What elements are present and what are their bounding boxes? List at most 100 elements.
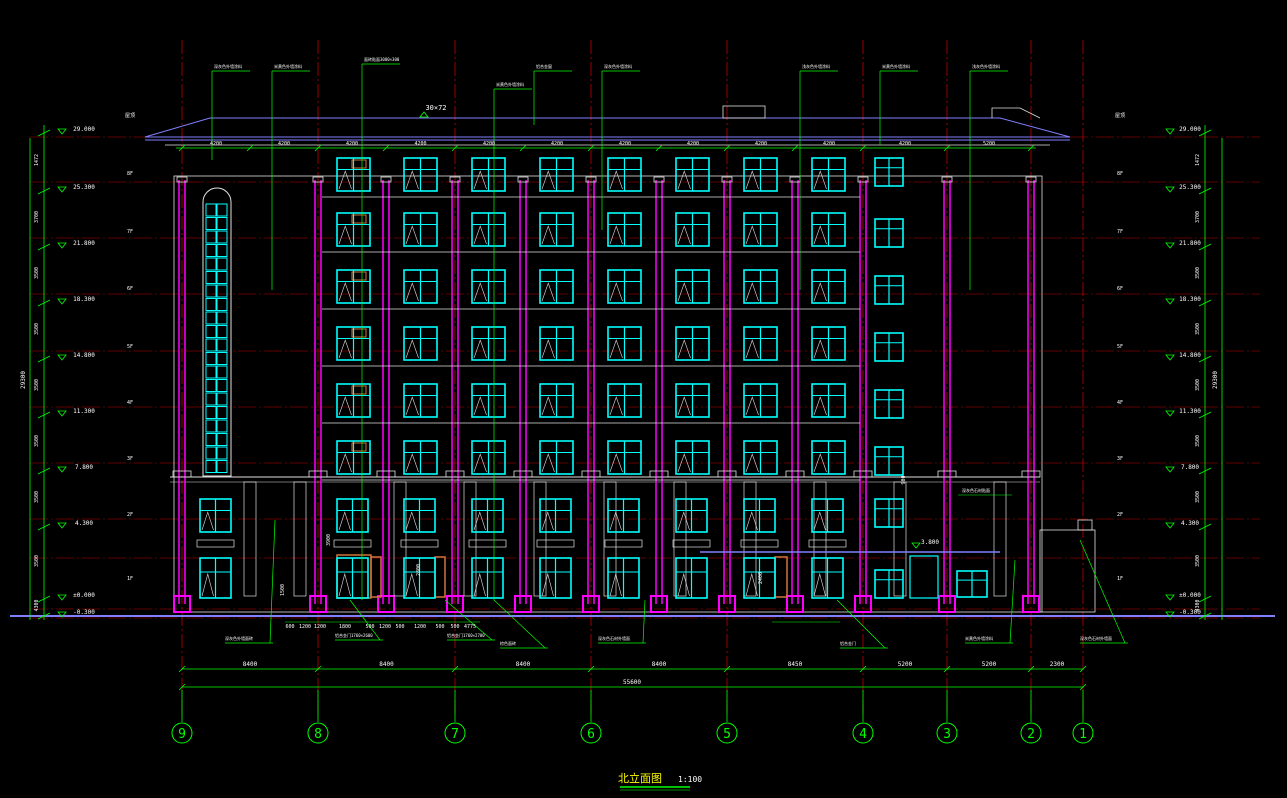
window [539,157,574,192]
tick [859,665,867,673]
note-top: 米黄色外墙涂料 [274,63,302,69]
window [675,383,710,418]
window [811,557,844,599]
window-swing [609,396,623,416]
note-leader [444,599,493,641]
stair-pane [205,460,217,473]
side-door [774,556,788,598]
tick [1198,612,1212,620]
stair-vent [351,385,367,395]
top-dim-label: 4200 [346,141,358,147]
pilaster-capital [937,470,957,478]
stair-pane [216,379,228,392]
window [743,440,778,475]
story-dim-label: 3500 [1195,323,1201,335]
window [403,212,438,247]
stair-pane [205,446,217,460]
window [607,269,642,304]
window-swing [473,170,487,190]
tick [1198,129,1212,137]
level-marker [1165,522,1175,529]
window-swing [745,572,758,597]
window-swing [745,225,759,245]
local-dim-label: 1200 [299,624,311,630]
floor-label-left: 6F [127,286,133,292]
tick [451,665,459,673]
tick [451,144,459,152]
tick [943,665,951,673]
window-swing [677,453,691,473]
sill-band [536,539,575,548]
podium-pier [393,481,407,597]
window-swing [813,572,826,597]
stair-pane [216,271,228,284]
stair-pane [216,419,228,433]
level-label: 21.800 [73,240,95,247]
level-marker [57,186,67,193]
window-swing [677,396,691,416]
level-marker [1165,298,1175,305]
axis-bubble-7 [444,722,466,744]
note-top: 浅灰色外墙涂料 [972,63,1000,69]
stair-pane [216,311,228,325]
window-swing [677,572,690,597]
level-label: ±0.000 [73,592,95,599]
pilaster-cap [653,176,665,183]
pilaster-cap [380,176,392,183]
tick [37,299,51,307]
roof-cornice [144,117,1071,138]
story-dim-label: 3500 [1195,491,1201,503]
story-dim-label: 3500 [34,379,40,391]
annex-note: 深灰色石材贴面 [962,487,990,493]
window-swing [609,170,623,190]
pilaster-capital [376,470,396,478]
window-swing [813,339,827,359]
window [539,557,572,599]
level-label: 4.300 [75,520,93,527]
window [607,383,642,418]
tick [178,665,186,673]
stair-vent [351,442,367,452]
window-swing [405,282,419,302]
note-top: 铝合金窗 [536,63,552,69]
tick [1198,299,1212,307]
pilaster-capital [785,470,805,478]
window-swing [405,225,419,245]
local-dim-label: 500 [450,624,459,630]
pilaster-cap [517,176,529,183]
note-bottom: 铝合金门1760×2700 [447,632,485,638]
window [471,498,504,533]
level-marker [1165,410,1175,417]
local-dim-label: 1200 [314,624,326,630]
window [403,557,436,599]
pilaster-base [514,595,532,613]
side-door-2 [434,556,446,598]
tick [314,665,322,673]
podium-pier [743,481,757,597]
window-swing [338,572,351,597]
roof-label-right: 屋顶 [1115,113,1125,119]
local-dim-label: 500 [365,624,374,630]
pilaster-capital [717,470,737,478]
tick [1198,467,1212,475]
stair-vent [351,214,367,224]
window [336,157,371,192]
tick [1198,595,1212,603]
level-label: 14.800 [1179,352,1201,359]
window [403,440,438,475]
window-swing [473,282,487,302]
local-dim-label: 4775 [464,624,476,630]
window [874,569,904,599]
window [403,269,438,304]
note-top: 米黄色外墙涂料 [882,63,910,69]
axis-label-6: 6 [587,727,595,742]
window [336,269,371,304]
podium-pier [463,481,477,597]
note-leader [269,519,276,644]
tick [37,523,51,531]
window-swing [813,170,827,190]
stair-pane [205,230,217,244]
window-swing [541,453,555,473]
building-facade [10,105,1275,617]
